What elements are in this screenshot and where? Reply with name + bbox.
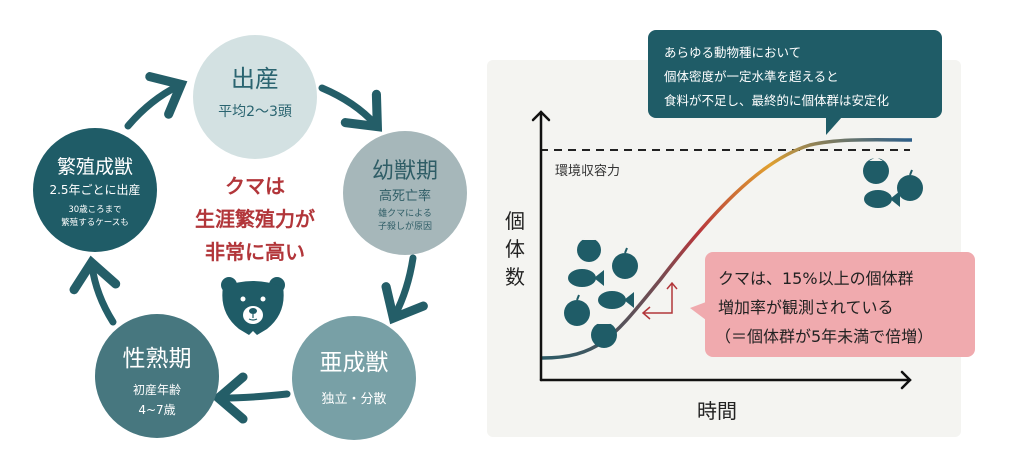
stage-detail: 2.5年ごとに出産: [49, 182, 140, 197]
stage-note: 繁殖するケースも: [61, 217, 129, 228]
stage-detail: 高死亡率: [379, 188, 431, 204]
callout-line: 個体密度が一定水準を超えると: [664, 69, 839, 84]
svg-text:体: 体: [505, 237, 525, 261]
stage-maturity: 性熟期 初産年齢 4~7歳: [95, 314, 219, 438]
svg-text:数: 数: [505, 265, 525, 289]
fish-icon: [864, 190, 900, 208]
apple-icon: [897, 169, 923, 201]
population-graph: 環境収容力 個 体 数 時間: [487, 30, 975, 437]
persimmon-icon: [577, 236, 601, 262]
apple-icon: [564, 294, 590, 326]
pink-callout: クマは、15%以上の個体群 増加率が観測されている （＝個体群が5年未満で倍増）: [690, 252, 975, 357]
stage-title: 性熟期: [123, 346, 192, 372]
stage-juvenile: 幼獣期 高死亡率 雄クマによる 子殺しが原因: [343, 131, 467, 255]
life-cycle-diagram: 出産 平均2〜3頭 幼獣期 高死亡率 雄クマによる 子殺しが原因 亜成獣 独立・…: [33, 35, 467, 440]
stage-title: 繁殖成獣: [57, 156, 133, 178]
food-icons-high: [863, 157, 923, 208]
arrow-juvenile-to-subadult: [381, 254, 428, 325]
arrow-subadult-to-mature: [211, 372, 291, 424]
stage-note: 雄クマによる: [378, 207, 432, 219]
fish-icon: [598, 291, 634, 309]
apple-icon: [612, 247, 638, 279]
center-line: 非常に高い: [205, 240, 305, 264]
stage-subadult: 亜成獣 独立・分散: [292, 316, 416, 440]
center-line: クマは: [225, 174, 285, 198]
persimmon-icon: [863, 157, 889, 184]
callout-line: あらゆる動物種において: [664, 45, 801, 60]
stage-birth: 出産 平均2〜3頭: [193, 35, 317, 159]
stage-title: 幼獣期: [372, 159, 438, 184]
center-line: 生涯繁殖力が: [195, 207, 315, 231]
stage-detail: 初産年齢: [133, 382, 181, 397]
svg-text:個: 個: [505, 209, 525, 233]
axes: [531, 110, 912, 390]
stage-note: 子殺しが原因: [378, 220, 432, 232]
carrying-capacity-label: 環境収容力: [555, 163, 620, 179]
callout-line: 増加率が観測されている: [718, 298, 894, 317]
stage-breeding-adult: 繁殖成獣 2.5年ごとに出産 30歳ころまで 繁殖するケースも: [33, 128, 157, 252]
slope-indicator: [641, 281, 678, 320]
stage-note: 30歳ころまで: [68, 204, 121, 215]
stage-title: 亜成獣: [320, 350, 389, 376]
stage-detail: 独立・分散: [321, 392, 386, 407]
fish-icon: [568, 269, 604, 287]
arrow-breeding-to-birth: [124, 72, 188, 130]
arrow-birth-to-juvenile: [318, 84, 383, 132]
center-message: クマは 生涯繁殖力が 非常に高い: [195, 174, 315, 264]
food-icons-low: [564, 236, 638, 348]
y-axis-label: 個 体 数: [505, 209, 525, 289]
callout-line: クマは、15%以上の個体群: [718, 269, 914, 288]
x-axis-label: 時間: [697, 399, 737, 423]
bear-icon: [221, 277, 285, 335]
stage-title: 出産: [231, 65, 279, 93]
arrow-mature-to-breeding: [69, 255, 121, 326]
stage-detail: 平均2〜3頭: [218, 104, 292, 120]
top-callout: あらゆる動物種において 個体密度が一定水準を超えると 食料が不足し、最終的に個体…: [648, 30, 942, 135]
callout-line: （＝個体群が5年未満で倍増）: [715, 327, 933, 346]
stage-detail: 4~7歳: [138, 403, 175, 417]
callout-line: 食料が不足し、最終的に個体群は安定化: [664, 93, 890, 108]
persimmon-icon: [591, 320, 617, 348]
